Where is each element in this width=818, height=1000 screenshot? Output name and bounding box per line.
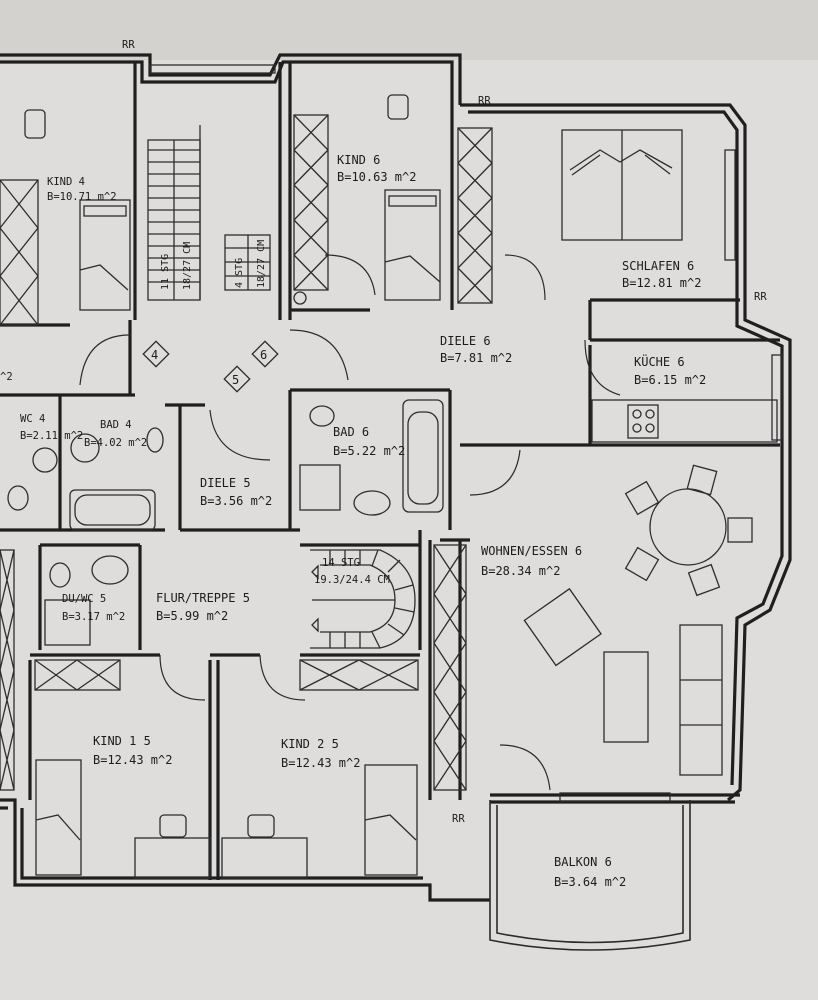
desks <box>24 94 409 879</box>
bed-kind4 <box>79 199 131 311</box>
wardrobe-kind6 <box>293 114 329 291</box>
rr-mark-upper: RR <box>478 95 491 107</box>
room-bad6-area: B=5.22 m^2 <box>333 444 405 458</box>
room-diele6-name: DIELE 6 <box>440 334 491 348</box>
interior-walls <box>0 62 780 880</box>
room-kind6-area: B=10.63 m^2 <box>337 170 416 184</box>
room-kind15-name: KIND 1 5 <box>93 734 151 748</box>
rr-mark-bottom: RR <box>452 813 465 825</box>
wardrobe-kind25 <box>299 659 419 691</box>
wardrobe-schlafen6 <box>457 127 493 304</box>
room-duwc5-name: DU/WC 5 <box>62 593 106 605</box>
wardrobe-left-edge <box>0 549 15 791</box>
stair-main-size: 18/27 CM <box>182 242 193 290</box>
room-partial-left: ^2 <box>0 371 13 383</box>
double-bed-schlafen6 <box>561 129 683 241</box>
door-swings <box>79 254 621 791</box>
windows <box>149 64 783 802</box>
room-wohnen6-area: B=28.34 m^2 <box>481 564 560 578</box>
rr-mark-top: RR <box>122 39 135 51</box>
room-flur5-area: B=5.99 m^2 <box>156 609 228 623</box>
room-kind4-area: B=10.71 m^2 <box>47 191 117 203</box>
unit-marker-6: 6 <box>260 348 267 362</box>
side-staircase <box>224 234 271 291</box>
stair-main-steps: 11 STG <box>160 254 171 290</box>
room-duwc5-area: B=3.17 m^2 <box>62 611 125 623</box>
unit-marker-5: 5 <box>232 373 239 387</box>
room-diele5-name: DIELE 5 <box>200 476 251 490</box>
room-labels: KIND 4 B=10.71 m^2 KIND 6 B=10.63 m^2 SC… <box>0 153 706 889</box>
room-kind25-area: B=12.43 m^2 <box>281 756 360 770</box>
room-wc4-name: WC 4 <box>20 413 45 425</box>
stair-side-size: 18/27 CM <box>256 240 267 288</box>
dining-set <box>624 464 753 597</box>
room-diele6-area: B=7.81 m^2 <box>440 351 512 365</box>
wardrobe-kind4 <box>0 179 39 326</box>
main-staircase <box>147 125 201 301</box>
stair-spiral-arrow-icon <box>311 564 319 580</box>
stair-spiral-steps: 14 STG <box>322 557 360 569</box>
bed-kind25 <box>364 764 418 876</box>
unit-marker-4: 4 <box>151 348 158 362</box>
room-balkon6-area: B=3.64 m^2 <box>554 875 626 889</box>
room-wohnen6-name: WOHNEN/ESSEN 6 <box>481 544 582 558</box>
wardrobe-wohnen6 <box>433 544 467 791</box>
wardrobe-kind15 <box>34 659 121 691</box>
room-diele5-area: B=3.56 m^2 <box>200 494 272 508</box>
room-kind15-area: B=12.43 m^2 <box>93 753 172 767</box>
outer-walls <box>0 53 792 951</box>
room-kueche6-area: B=6.15 m^2 <box>634 373 706 387</box>
paper-shade <box>0 0 818 60</box>
stair-side-steps: 4 STG <box>234 258 245 288</box>
rr-marks: RR RR RR RR <box>122 39 767 825</box>
unit-markers: 4 6 5 <box>142 340 279 393</box>
room-bad4-area: B=4.02 m^2 <box>84 437 147 449</box>
room-kind4-name: KIND 4 <box>47 176 85 188</box>
room-kind25-name: KIND 2 5 <box>281 737 339 751</box>
room-schlafen6-area: B=12.81 m^2 <box>622 276 701 290</box>
kitchen-counter <box>591 399 778 443</box>
spiral-staircase <box>310 549 416 649</box>
room-flur5-name: FLUR/TREPPE 5 <box>156 591 250 605</box>
room-schlafen6-name: SCHLAFEN 6 <box>622 259 694 273</box>
room-balkon6-name: BALKON 6 <box>554 855 612 869</box>
room-bad6-name: BAD 6 <box>333 425 369 439</box>
rr-mark-right: RR <box>754 291 767 303</box>
living-furniture <box>523 587 723 776</box>
stair-labels: 11 STG 18/27 CM 4 STG 18/27 CM 14 STG 19… <box>160 240 390 633</box>
room-kind6-name: KIND 6 <box>337 153 380 167</box>
stair-spiral-size: 19.3/24.4 CM <box>314 574 390 586</box>
room-bad4-name: BAD 4 <box>100 419 132 431</box>
room-wc4-area: B=2.11 m^2 <box>20 430 83 442</box>
room-kueche6-name: KÜCHE 6 <box>634 353 685 369</box>
stair-spiral-end-arrow-icon <box>311 617 319 633</box>
bath-fixtures <box>7 291 444 646</box>
bed-kind6 <box>384 189 441 301</box>
bed-kind15 <box>35 759 82 876</box>
